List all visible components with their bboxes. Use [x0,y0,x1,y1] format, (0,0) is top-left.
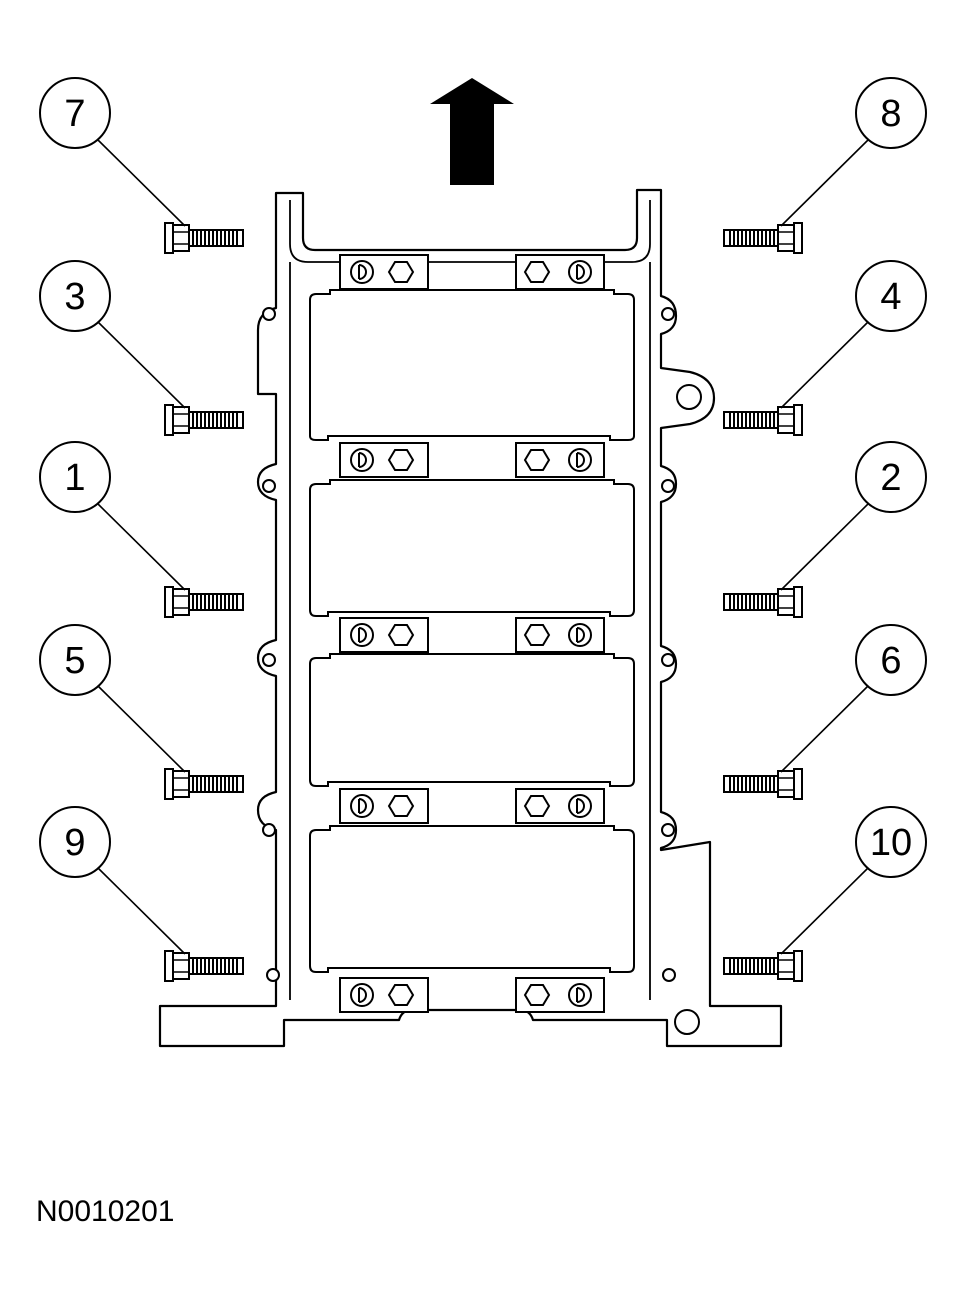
bolts-left [164,222,244,982]
up-arrow-icon [430,78,514,185]
mounting-holes [262,307,702,1035]
leader-lines [97,139,869,955]
svg-text:3: 3 [64,276,85,318]
callout-6: 6 [855,624,927,696]
bearing-cap-outline [158,188,783,1048]
callout-5: 5 [39,624,111,696]
svg-text:6: 6 [880,640,901,682]
callout-1: 1 [39,441,111,513]
callout-10: 10 [855,806,927,878]
svg-text:5: 5 [64,640,85,682]
svg-text:4: 4 [880,276,901,318]
figure-id-label: N0010201 [36,1195,175,1228]
svg-text:1: 1 [64,457,85,499]
callout-7: 7 [39,77,111,149]
bolts-right [724,223,802,981]
svg-text:10: 10 [870,822,912,864]
cap-fastener-strips [339,254,605,1013]
callout-4: 4 [855,260,927,332]
svg-text:9: 9 [64,822,85,864]
callout-9: 9 [39,806,111,878]
callout-2: 2 [855,441,927,513]
callout-3: 3 [39,260,111,332]
journal-openings [309,289,635,973]
svg-text:7: 7 [64,93,85,135]
svg-text:2: 2 [880,457,901,499]
callout-8: 8 [855,77,927,149]
svg-text:8: 8 [880,93,901,135]
